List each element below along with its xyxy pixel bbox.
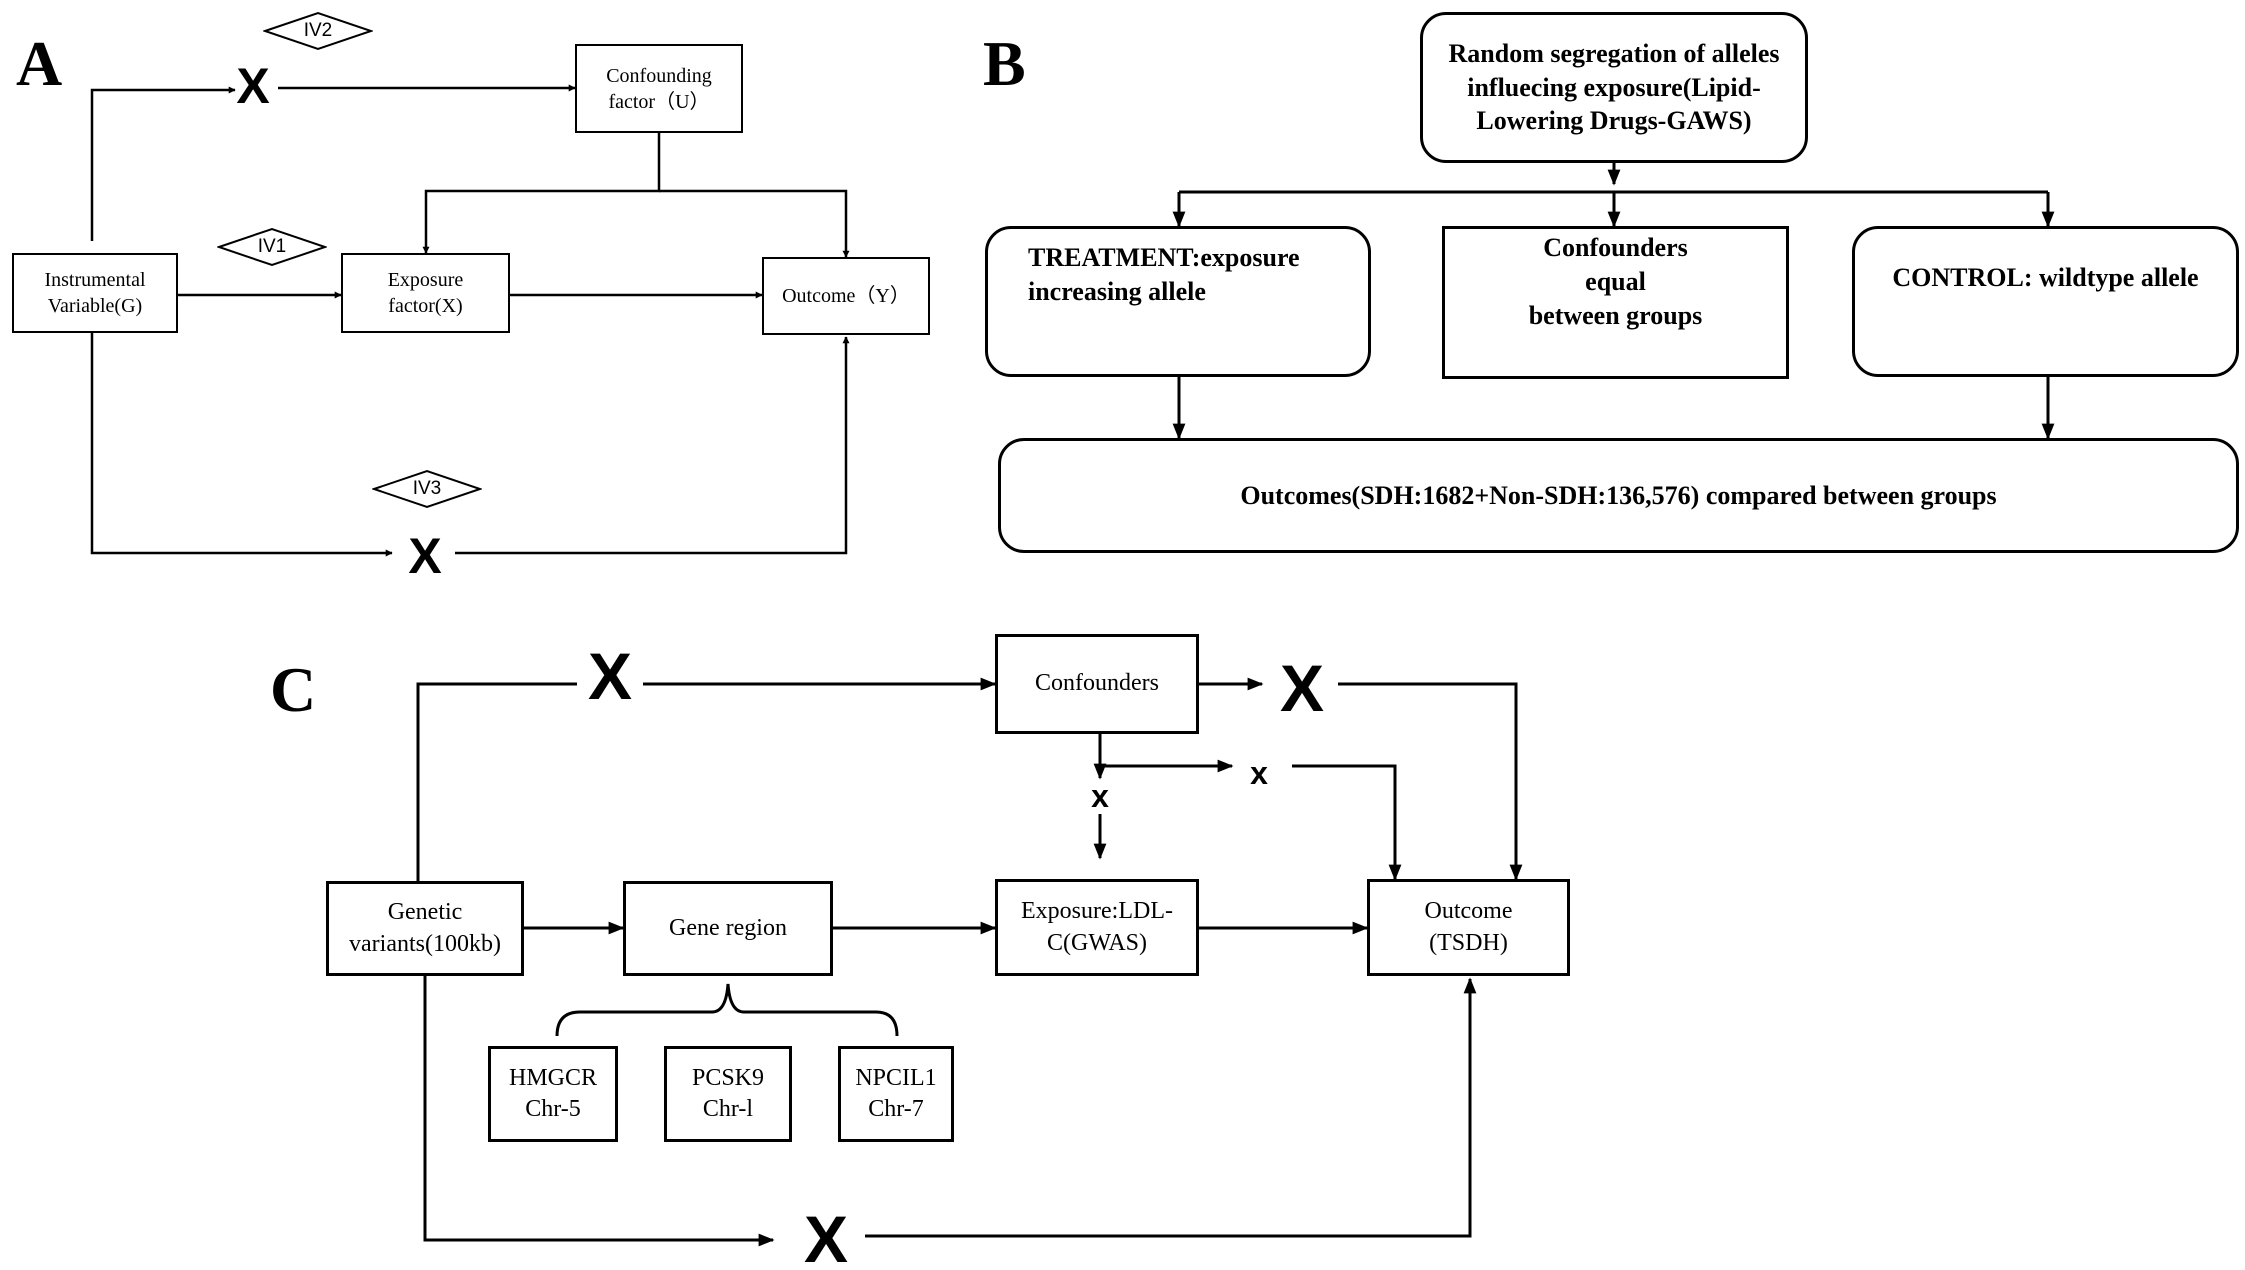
iv3-label: IV3 [412, 478, 442, 499]
c-confounders-side-x-mark: x [1250, 755, 1268, 791]
c-wire-x2-to-outcome [1338, 682, 1523, 881]
outcome-y-box: Outcome（Y） [762, 257, 930, 335]
genetic-variants-text: Genetic variants(100kb) [349, 899, 501, 957]
hmgcr-box: HMGCR Chr-5 [488, 1046, 618, 1142]
panel-a-connectors [90, 84, 850, 557]
outcome-tsdh-box: Outcome (TSDH) [1367, 879, 1570, 976]
control-text: CONTROL: wildtype allele [1892, 263, 2199, 292]
iv3-diamond: IV3 [372, 469, 482, 509]
iv1-label: IV1 [257, 236, 287, 257]
confounders-equal-box: Confounders equal between groups [1442, 226, 1789, 379]
iv3-diamond-shape [372, 469, 482, 509]
instrumental-variable-text: Instrumental Variable(G) [44, 269, 146, 317]
hmgcr-text: HMGCR Chr-5 [508, 1064, 598, 1122]
c-confounders-to-exposure-x-mark: x [1091, 778, 1109, 814]
c-wire-x3-to-outcome [865, 977, 1477, 1238]
npcil1-box: NPCIL1 Chr-7 [838, 1046, 954, 1142]
exposure-ldl-box: Exposure:LDL- C(GWAS) [995, 879, 1199, 976]
a-wire-u-to-x [422, 133, 661, 254]
iv2-diamond: IV2 [263, 11, 373, 51]
panel-b-connectors [1172, 163, 2055, 440]
pcsk9-text: PCSK9 Chr-l [691, 1064, 765, 1122]
panel-c-label: C [270, 654, 317, 725]
exposure-factor-text: Exposure factor(X) [387, 269, 464, 317]
a-iv3-blocked-x-mark: X [408, 528, 442, 584]
c-genetic-to-outcome-x-mark: X [803, 1202, 849, 1270]
exposure-factor-box: Exposure factor(X) [341, 253, 510, 333]
c-wire-xb-to-outcome [1292, 764, 1402, 881]
c-genetic-to-confounders-x-mark: X [587, 639, 633, 713]
panel-a-label: A [16, 28, 63, 99]
exposure-ldl-text: Exposure:LDL- C(GWAS) [1021, 898, 1173, 956]
confounders-equal-text: Confounders equal between groups [1528, 233, 1703, 330]
iv1-diamond: IV1 [217, 227, 327, 267]
c-confounders-to-outcome-x-mark: X [1279, 651, 1325, 725]
random-segregation-text: Random segregation of alleles influecing… [1448, 38, 1780, 136]
c-wire-gv-to-x1 [416, 682, 577, 881]
c-gene-bracket [555, 983, 899, 1037]
c-wire-gv-to-x3 [423, 976, 775, 1247]
confounders-box: Confounders [995, 634, 1199, 734]
a-wire-iv3-to-y [455, 336, 850, 555]
panel-c-connectors [416, 677, 1523, 1247]
panel-b-label: B [983, 28, 1026, 99]
iv2-diamond-shape [263, 11, 373, 51]
a-wire-g-to-iv3 [90, 333, 393, 557]
confounding-factor-text: Confounding factor（U） [606, 64, 712, 113]
iv2-label: IV2 [303, 20, 333, 41]
gene-region-box: Gene region [623, 881, 833, 976]
treatment-text: TREATMENT:exposure increasing allele [1028, 243, 1300, 306]
a-wire-g-to-iv2 [90, 86, 236, 241]
confounding-factor-box: Confounding factor（U） [575, 44, 743, 133]
pcsk9-box: PCSK9 Chr-l [664, 1046, 792, 1142]
gene-region-text: Gene region [669, 914, 787, 941]
outcome-tsdh-text: Outcome (TSDH) [1424, 898, 1513, 956]
random-segregation-box: Random segregation of alleles influecing… [1420, 12, 1808, 163]
iv1-diamond-shape [217, 227, 327, 267]
a-iv2-blocked-x-mark: X [236, 58, 270, 114]
outcomes-compared-text: Outcomes(SDH:1682+Non-SDH:136,576) compa… [1240, 480, 1997, 510]
outcome-y-text: Outcome（Y） [782, 285, 910, 307]
treatment-box: TREATMENT:exposure increasing allele [985, 226, 1371, 377]
confounders-text: Confounders [1035, 670, 1159, 697]
npcil1-text: NPCIL1 Chr-7 [855, 1064, 937, 1122]
outcomes-compared-box: Outcomes(SDH:1682+Non-SDH:136,576) compa… [998, 438, 2239, 553]
a-wire-u-to-y [659, 189, 850, 258]
control-box: CONTROL: wildtype allele [1852, 226, 2239, 377]
genetic-variants-box: Genetic variants(100kb) [326, 881, 524, 976]
instrumental-variable-box: Instrumental Variable(G) [12, 253, 178, 333]
